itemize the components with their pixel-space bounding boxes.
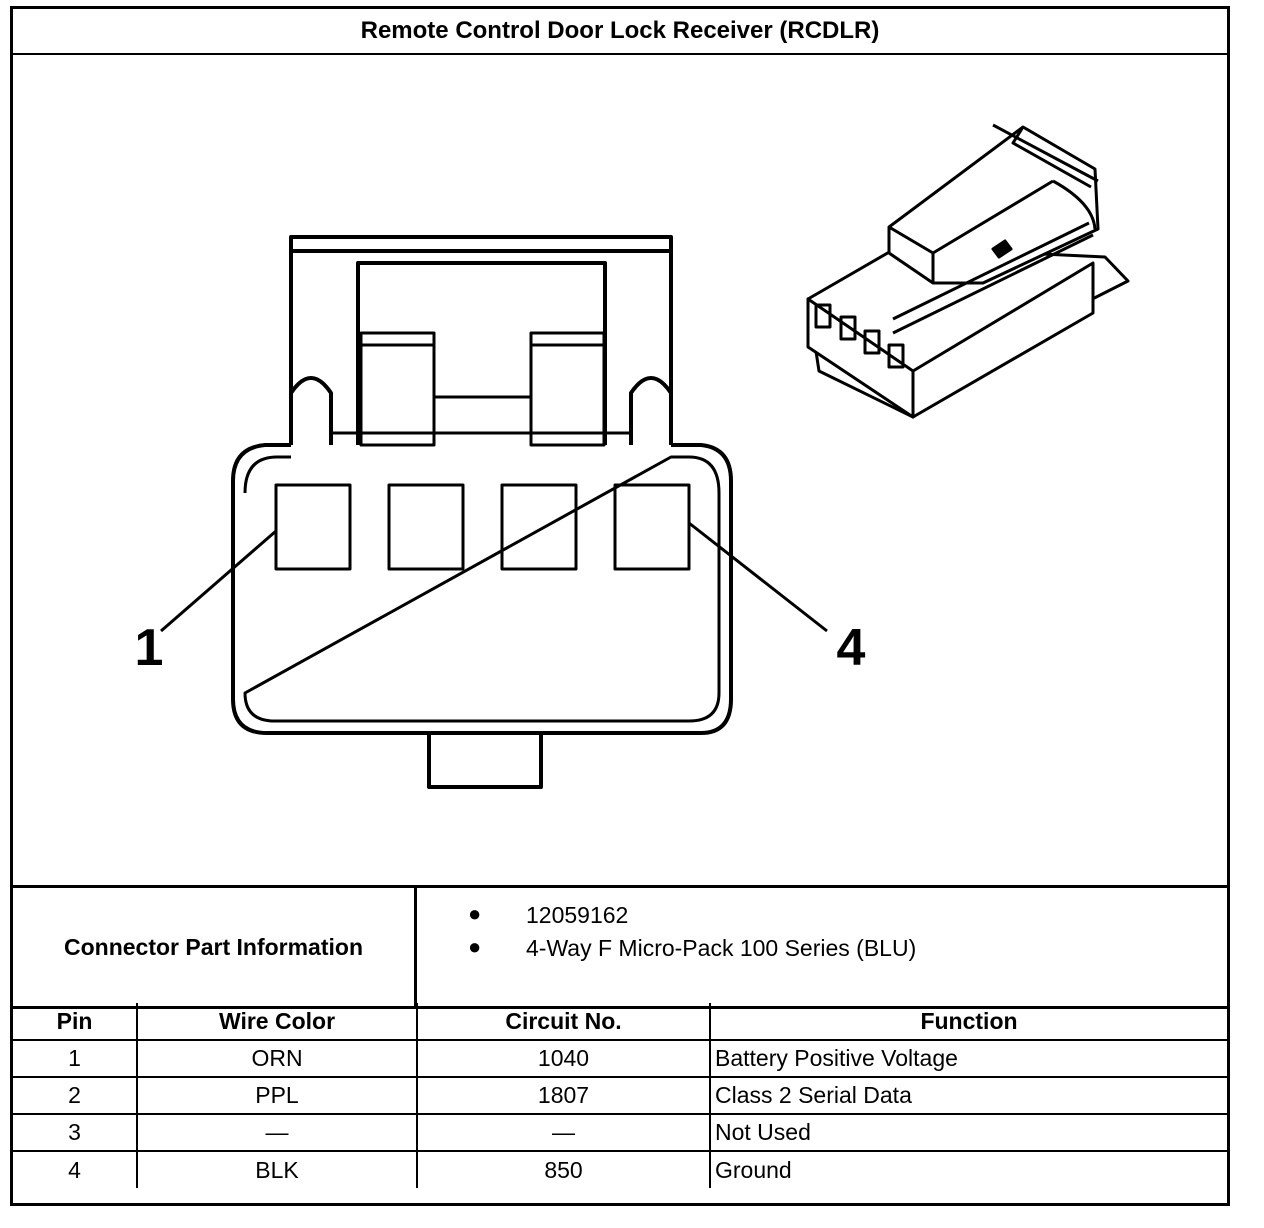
- bullet-icon: ●: [468, 934, 482, 959]
- circuit-cell: —: [416, 1113, 711, 1152]
- function-cell: Not Used: [709, 1113, 1227, 1152]
- pin-cavity-1: [274, 483, 352, 571]
- column-header-function: Function: [709, 1003, 1227, 1041]
- bullet-icon: ●: [468, 901, 482, 926]
- pin-cell: 2: [13, 1076, 138, 1115]
- column-header-wire-color: Wire Color: [136, 1003, 418, 1041]
- connector-info-list: ● 12059162 ● 4-Way F Micro-Pack 100 Seri…: [420, 888, 1227, 1006]
- pin-cavity-2: [387, 483, 465, 571]
- table-row: 1 ORN 1040 Battery Positive Voltage: [13, 1039, 1227, 1078]
- connector-face-drawing: 1 4: [135, 123, 1130, 789]
- function-cell: Class 2 Serial Data: [709, 1076, 1227, 1115]
- connector-body-outline: [231, 443, 733, 735]
- pin-cell: 4: [13, 1150, 138, 1188]
- latch-housing: [289, 235, 673, 445]
- wire-color-cell: ORN: [136, 1039, 418, 1078]
- table-row: 4 BLK 850 Ground: [13, 1150, 1227, 1188]
- wire-color-cell: BLK: [136, 1150, 418, 1188]
- connector-diagram: 1 4: [13, 53, 1227, 885]
- latch-tab-right: [529, 331, 606, 447]
- polarization-key: [427, 733, 543, 789]
- connector-sheet: Remote Control Door Lock Receiver (RCDLR…: [10, 6, 1230, 1206]
- pinout-table: Pin Wire Color Circuit No. Function 1 OR…: [13, 1003, 1227, 1188]
- connector-description: 4-Way F Micro-Pack 100 Series (BLU): [526, 935, 917, 961]
- post-right: [629, 376, 673, 445]
- table-header-row: Pin Wire Color Circuit No. Function: [13, 1003, 1227, 1041]
- column-header-pin: Pin: [13, 1003, 138, 1041]
- pin-cavity-4: [613, 483, 691, 571]
- pin-1-callout: 1: [135, 619, 164, 677]
- function-cell: Battery Positive Voltage: [709, 1039, 1227, 1078]
- column-header-circuit: Circuit No.: [416, 1003, 711, 1041]
- latch-tab-left: [359, 331, 436, 447]
- pin-cell: 3: [13, 1113, 138, 1152]
- connector-part-info: Connector Part Information ● 12059162 ● …: [13, 885, 1227, 1009]
- wire-color-cell: —: [136, 1113, 418, 1152]
- function-cell: Ground: [709, 1150, 1227, 1188]
- table-row: 2 PPL 1807 Class 2 Serial Data: [13, 1076, 1227, 1115]
- circuit-cell: 1040: [416, 1039, 711, 1078]
- circuit-cell: 1807: [416, 1076, 711, 1115]
- pin-cell: 1: [13, 1039, 138, 1078]
- circuit-cell: 850: [416, 1150, 711, 1188]
- connector-info-label: Connector Part Information: [13, 888, 417, 1006]
- table-row: 3 — — Not Used: [13, 1113, 1227, 1152]
- pin-4-callout: 4: [837, 619, 866, 677]
- connector-isometric-view: [806, 123, 1130, 419]
- wire-color-cell: PPL: [136, 1076, 418, 1115]
- post-left: [289, 376, 333, 445]
- part-number: 12059162: [526, 902, 629, 928]
- pin-cavity-3: [500, 483, 578, 571]
- page-title: Remote Control Door Lock Receiver (RCDLR…: [13, 9, 1227, 55]
